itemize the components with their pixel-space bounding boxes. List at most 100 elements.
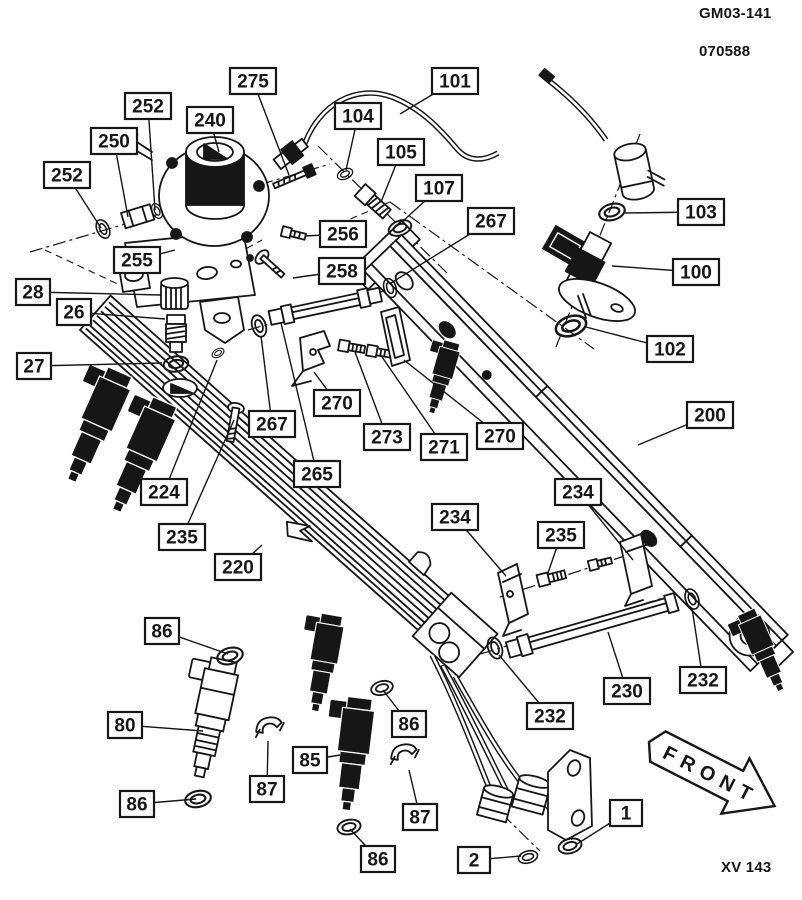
screw-256 (279, 225, 307, 241)
svg-text:27: 27 (23, 357, 44, 378)
service-valve (160, 277, 198, 398)
line-nut (475, 784, 515, 824)
o-ring-86 (368, 677, 396, 699)
callout-200-19: 200 (685, 400, 735, 430)
callout-87-41: 87 (401, 802, 439, 832)
svg-text:224: 224 (148, 483, 180, 504)
o-ring-1 (555, 835, 585, 857)
svg-text:86: 86 (126, 795, 147, 816)
svg-text:80: 80 (114, 716, 135, 737)
callout-256-14: 256 (318, 219, 368, 249)
callout-220-28: 220 (213, 552, 263, 582)
svg-text:267: 267 (475, 212, 507, 233)
svg-text:256: 256 (327, 225, 359, 246)
retainer-clip-87 (250, 712, 287, 740)
callout-232-34: 232 (525, 701, 575, 731)
svg-text:232: 232 (534, 707, 566, 728)
retainer-clip-87 (385, 739, 422, 767)
fuel-injector (42, 358, 137, 489)
callout-28-6: 28 (14, 277, 52, 307)
callout-275-0: 275 (228, 66, 278, 96)
callout-86-37: 86 (118, 789, 156, 819)
pressure-regulator (117, 127, 270, 344)
callout-234-30: 234 (430, 502, 480, 532)
fuel-lines (429, 653, 593, 867)
svg-text:270: 270 (321, 394, 353, 415)
callout-267-13: 267 (466, 206, 516, 236)
svg-text:86: 86 (367, 850, 388, 871)
tube-230 (504, 592, 680, 659)
washer-224 (209, 345, 227, 361)
callout-270-20: 270 (312, 388, 362, 418)
svg-text:107: 107 (423, 179, 455, 200)
callout-224-26: 224 (139, 477, 189, 507)
callout-240-2: 240 (185, 105, 235, 135)
line-nut (510, 774, 552, 816)
callout-258-15: 258 (317, 256, 367, 286)
tube-265 (267, 286, 383, 326)
callout-86-35: 86 (143, 616, 181, 646)
screw-273 (337, 338, 367, 354)
callout-105-10: 105 (376, 137, 426, 167)
fitting-105 (353, 183, 392, 220)
svg-text:235: 235 (545, 526, 577, 547)
svg-text:85: 85 (299, 751, 321, 772)
o-ring-267 (248, 312, 270, 340)
pipe-nut (272, 137, 309, 170)
crossover-tube-upper (248, 276, 411, 387)
fuel-injector (412, 336, 463, 417)
svg-text:102: 102 (654, 340, 686, 361)
leader-line-235 (181, 419, 235, 538)
leader-line-265 (280, 322, 318, 475)
bracket-270 (291, 330, 331, 387)
svg-text:105: 105 (385, 143, 417, 164)
svg-text:275: 275 (237, 72, 269, 93)
callout-252-4: 252 (42, 160, 92, 190)
callout-271-22: 271 (419, 432, 469, 462)
callout-107-11: 107 (414, 173, 464, 203)
callout-234-29: 234 (553, 477, 603, 507)
leader-line-28 (32, 291, 162, 296)
screw-235 (225, 401, 245, 443)
bracket-270 (380, 306, 411, 367)
bracket-234 (619, 533, 653, 607)
svg-text:100: 100 (680, 263, 712, 284)
svg-text:252: 252 (132, 97, 164, 118)
o-ring-86 (335, 816, 363, 838)
callout-86-42: 86 (359, 844, 397, 874)
callout-265-25: 265 (292, 459, 342, 489)
svg-text:234: 234 (439, 508, 471, 529)
o-ring-2 (516, 847, 540, 867)
callout-2-44: 2 (456, 845, 492, 875)
callout-87-38: 87 (248, 774, 286, 804)
svg-text:252: 252 (51, 166, 83, 187)
callout-230-33: 230 (602, 676, 652, 706)
callout-103-16: 103 (676, 197, 726, 227)
svg-text:87: 87 (256, 780, 277, 801)
callout-27-8: 27 (15, 351, 53, 381)
callout-100-17: 100 (671, 257, 721, 287)
screw-275 (272, 163, 317, 190)
flow-arrow-220 (285, 520, 314, 543)
callout-252-1: 252 (123, 91, 173, 121)
svg-text:26: 26 (63, 303, 84, 324)
svg-text:232: 232 (687, 671, 719, 692)
svg-text:234: 234 (562, 483, 594, 504)
crossover-tube-lower (483, 533, 703, 662)
leader-line-267 (260, 335, 273, 425)
svg-text:270: 270 (484, 427, 516, 448)
svg-text:103: 103 (685, 203, 717, 224)
svg-text:240: 240 (194, 111, 226, 132)
callout-26-7: 26 (55, 297, 93, 327)
svg-text:265: 265 (301, 465, 333, 486)
fuel-injector (289, 610, 347, 715)
callout-273-21: 273 (362, 422, 412, 452)
leader-line-271 (379, 353, 445, 448)
callout-102-18: 102 (645, 334, 695, 364)
fuel-injector-80 (168, 652, 242, 781)
drawing-header: GM03-141 070588 (699, 5, 771, 61)
callout-80-36: 80 (106, 710, 144, 740)
regulator-hardware (92, 163, 317, 443)
sensor-canister (613, 142, 666, 201)
